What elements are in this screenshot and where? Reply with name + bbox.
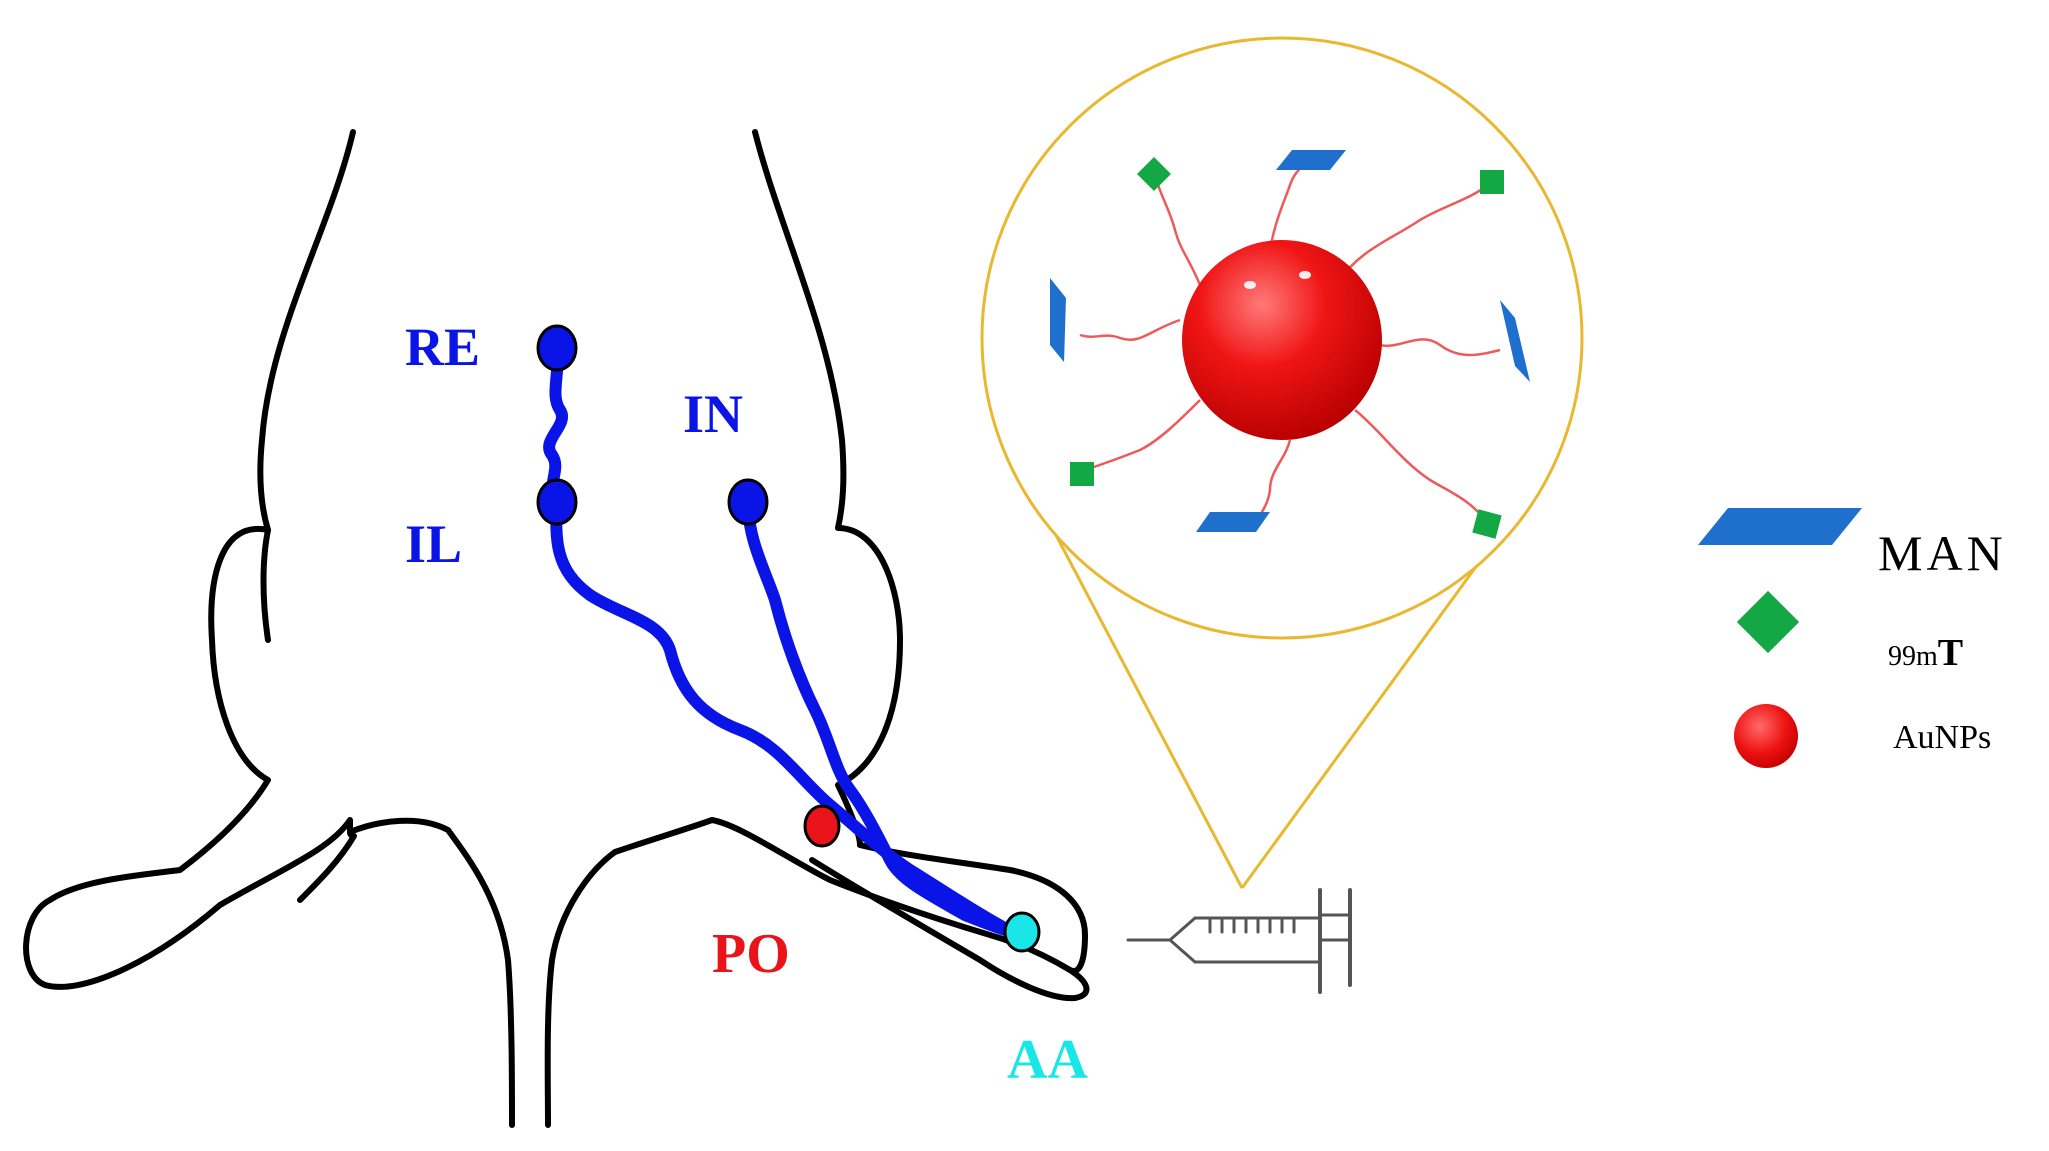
rat-outline — [23, 129, 1090, 1128]
legend-aunps-label: AuNPs — [1893, 719, 1991, 756]
lymph-nodes — [536, 324, 1041, 953]
node-po — [803, 804, 841, 848]
legend-tc-label: 99mT — [1888, 632, 1963, 674]
legend-man-label: MAN — [1878, 525, 2007, 581]
node-aa — [1003, 911, 1041, 953]
vessel-il-aa — [550, 494, 1018, 938]
rat-tail — [544, 817, 715, 1128]
aunp-core — [1182, 240, 1382, 440]
label-re: RE — [405, 317, 480, 377]
lymphatic-vessels — [543, 342, 1018, 938]
zoom-line-right — [1240, 519, 1512, 889]
vessel-in-aa — [742, 496, 1018, 938]
label-il: IL — [405, 514, 462, 574]
legend-tc-prefix: 99m — [1888, 641, 1938, 672]
nanoparticle-icon — [1050, 150, 1530, 539]
rat-left-upper — [260, 527, 271, 643]
vessel-re-il — [543, 342, 568, 506]
rat-left-flank — [23, 129, 357, 990]
rat-right-leg-top — [857, 842, 1088, 974]
tc-tags — [1070, 157, 1504, 539]
legend: MAN 99mT AuNPs — [1698, 508, 2007, 768]
aunps-icon — [1734, 704, 1798, 768]
zoom-line-left — [1046, 519, 1244, 889]
rat-left-leg — [347, 817, 515, 1128]
legend-tc-suffix: T — [1938, 632, 1963, 674]
tc-icon — [1736, 590, 1800, 654]
linkers — [1079, 157, 1501, 521]
node-labels: RE IN IL PO AA — [405, 317, 1088, 1091]
rat-right-leg — [709, 817, 1090, 1002]
node-il — [536, 478, 578, 526]
node-in — [727, 478, 769, 526]
man-icon — [1698, 508, 1862, 545]
label-aa: AA — [1007, 1029, 1088, 1091]
syringe-icon — [1126, 888, 1352, 994]
man-tags — [1050, 150, 1530, 532]
label-po: PO — [712, 923, 790, 985]
label-in: IN — [683, 384, 743, 444]
node-re — [536, 324, 578, 372]
